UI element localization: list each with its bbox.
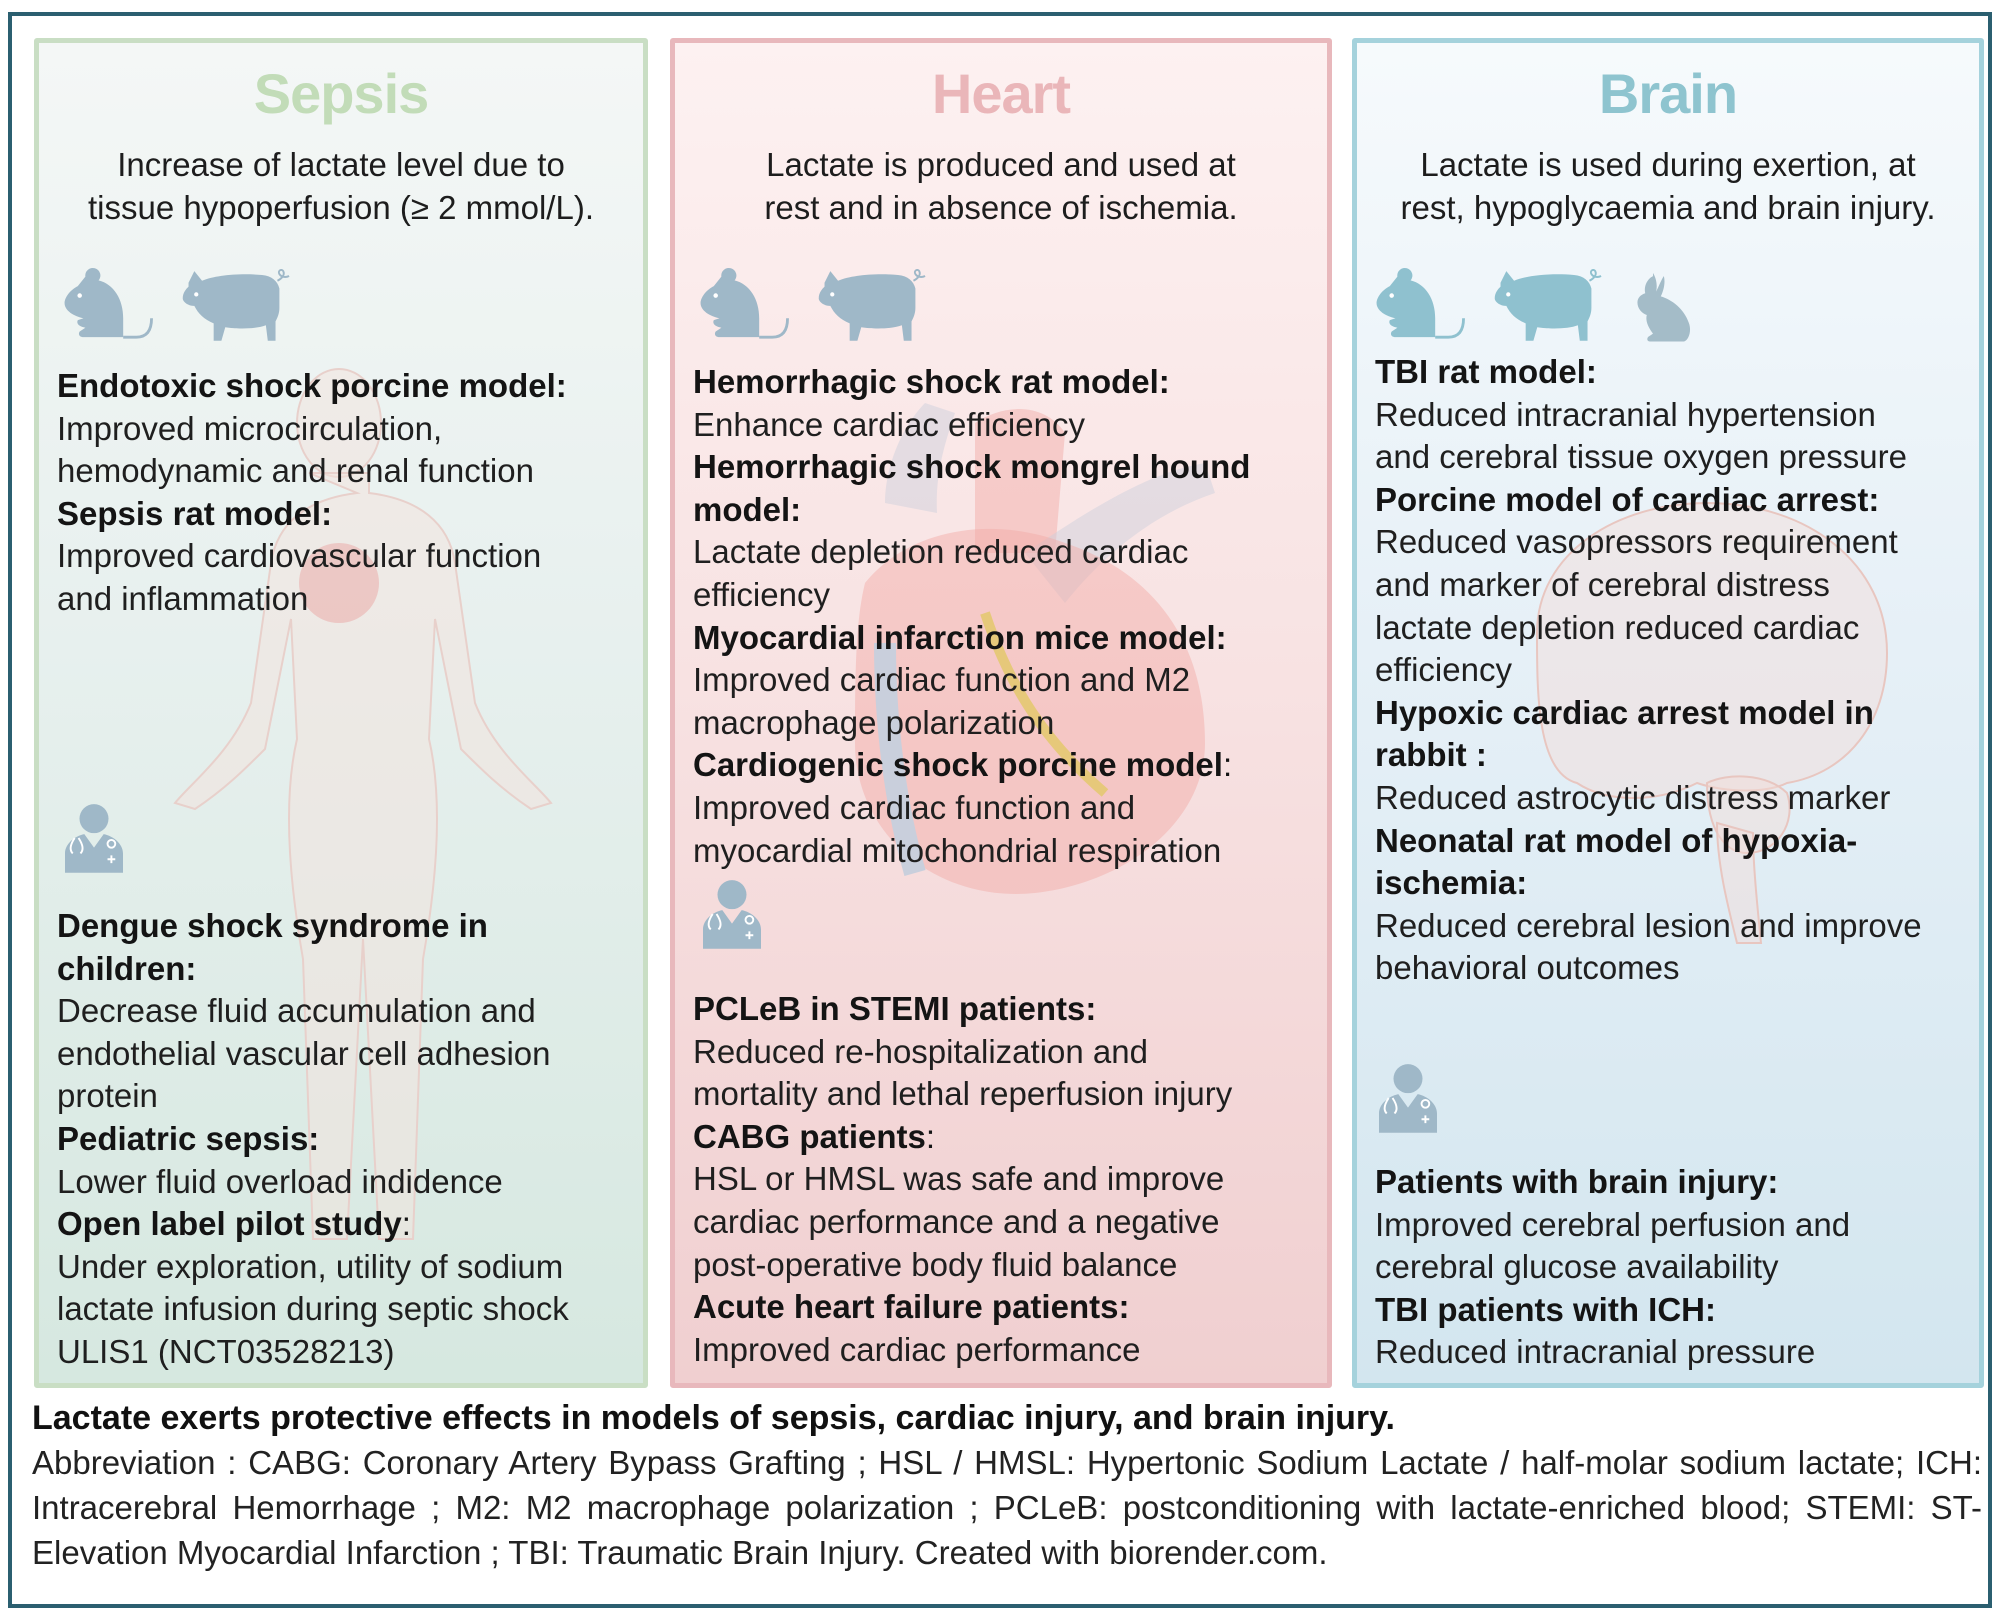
finding-model: Hypoxic cardiac arrest model in rabbit : bbox=[1375, 693, 1874, 774]
finding: PCLeB in STEMI patients: Reduced re-hospi… bbox=[693, 988, 1317, 1116]
finding-result: Improved cardiac function and M2 macroph… bbox=[693, 661, 1191, 741]
finding-result: Improved cerebral perfusion and cerebral… bbox=[1375, 1205, 1851, 1286]
pig-icon bbox=[1487, 265, 1603, 343]
pig-icon bbox=[175, 265, 291, 343]
finding-result: Reduced intracranial pressure bbox=[1375, 1333, 1816, 1371]
finding: TBI rat model: Reduced intracranial hyper… bbox=[1375, 351, 1969, 479]
finding-result: Reduced astrocytic distress marker bbox=[1375, 778, 1891, 816]
preclinical-findings: Hemorrhagic shock rat model: Enhance card… bbox=[693, 361, 1317, 872]
figure-caption: Lactate exerts protective effects in mod… bbox=[32, 1396, 1982, 1575]
preclinical-findings: Endotoxic shock porcine model: Improved m… bbox=[57, 365, 633, 621]
finding-model: Open label pilot study bbox=[57, 1205, 402, 1243]
clinical-findings: Patients with brain injury: Improved cere… bbox=[1375, 1161, 1969, 1374]
finding-colon: : bbox=[401, 1205, 411, 1243]
clinical-findings: PCLeB in STEMI patients: Reduced re-hospi… bbox=[693, 988, 1317, 1371]
finding: Hemorrhagic shock rat model: Enhance card… bbox=[693, 361, 1317, 446]
clinical-findings: Dengue shock syndrome in children:Decrea… bbox=[57, 905, 633, 1374]
finding-model: Cardiogenic shock porcine model bbox=[693, 746, 1223, 784]
finding-result: Improved cardiovascular function and inf… bbox=[57, 537, 542, 617]
finding: Sepsis rat model: Improved cardiovascular… bbox=[57, 493, 633, 621]
clinician-icon bbox=[65, 803, 123, 873]
finding: TBI patients with ICH: Reduced intracrani… bbox=[1375, 1289, 1969, 1374]
finding: Open label pilot study: Under exploration… bbox=[57, 1203, 633, 1373]
panel-subtitle: Lactate is produced and used at rest and… bbox=[764, 146, 1238, 226]
finding-result: Reduced re-hospitalization and mortality… bbox=[693, 1032, 1233, 1113]
finding-colon: : bbox=[925, 1117, 936, 1155]
heart-panel: Heart Lactate is produced and used at re… bbox=[670, 38, 1332, 1388]
finding: Hemorrhagic shock mongrel hound model:La… bbox=[693, 446, 1317, 616]
finding-model: Endotoxic shock porcine model: bbox=[57, 367, 567, 404]
sepsis-panel: Sepsis Increase of lactate level due to … bbox=[34, 38, 648, 1388]
finding-model: TBI rat model: bbox=[1375, 353, 1597, 390]
finding-result: Reduced intracranial hypertension and ce… bbox=[1375, 395, 1907, 476]
panel-title: Brain bbox=[1598, 62, 1738, 125]
finding: Cardiogenic shock porcine model:Improved… bbox=[693, 744, 1317, 872]
figure-frame: Sepsis Increase of lactate level due to … bbox=[8, 12, 1992, 1608]
finding-model: Hemorrhagic shock mongrel hound model: bbox=[693, 448, 1251, 528]
finding-result: Improved cardiac performance bbox=[693, 1330, 1141, 1368]
finding: Neonatal rat model of hypoxia- ischemia:… bbox=[1375, 820, 1969, 990]
caption-title: Lactate exerts protective effects in mod… bbox=[32, 1399, 1395, 1437]
finding: Dengue shock syndrome in children:Decrea… bbox=[57, 905, 633, 1118]
finding-model: Dengue shock syndrome in children: bbox=[57, 907, 488, 987]
finding-result: HSL or HMSL was safe and improve cardiac… bbox=[693, 1160, 1225, 1283]
panel-subtitle: Increase of lactate level due to tissue … bbox=[88, 146, 594, 226]
pig-icon bbox=[811, 265, 927, 343]
panel-subtitle: Lactate is used during exertion, at rest… bbox=[1400, 146, 1936, 226]
clinician-icon bbox=[703, 879, 761, 949]
animal-models bbox=[57, 265, 291, 343]
finding-result: Lactate depletion reduced cardiac effici… bbox=[693, 533, 1189, 613]
finding: Hypoxic cardiac arrest model in rabbit :… bbox=[1375, 692, 1969, 820]
finding-result: Reduced vasopressors requirement and mar… bbox=[1375, 523, 1898, 689]
finding: Patients with brain injury: Improved cere… bbox=[1375, 1161, 1969, 1289]
finding-model: TBI patients with ICH: bbox=[1375, 1290, 1716, 1328]
mouse-icon bbox=[693, 267, 797, 343]
rabbit-icon bbox=[1635, 273, 1699, 343]
finding-result: Lower fluid overload indidence bbox=[57, 1162, 503, 1200]
caption-abbreviations: Abbreviation : CABG: Coronary Artery Byp… bbox=[32, 1444, 1982, 1571]
finding-model: Hemorrhagic shock rat model: bbox=[693, 363, 1170, 400]
finding-model: Myocardial infarction mice model: bbox=[693, 618, 1227, 656]
finding: Myocardial infarction mice model: Improve… bbox=[693, 617, 1317, 745]
mouse-icon bbox=[57, 267, 161, 343]
mouse-icon bbox=[1369, 267, 1473, 343]
animal-models bbox=[1369, 265, 1699, 343]
animal-models bbox=[693, 265, 927, 343]
finding: Endotoxic shock porcine model: Improved m… bbox=[57, 365, 633, 493]
finding-result: Improved cardiac function and myocardial… bbox=[693, 788, 1222, 869]
preclinical-findings: TBI rat model: Reduced intracranial hyper… bbox=[1375, 351, 1969, 990]
finding-model: Neonatal rat model of hypoxia- ischemia: bbox=[1375, 821, 1858, 902]
clinician-icon bbox=[1379, 1063, 1437, 1133]
finding: Pediatric sepsis: Lower fluid overload in… bbox=[57, 1118, 633, 1203]
finding-result: Decrease fluid accumulation and endothel… bbox=[57, 992, 551, 1115]
finding: Porcine model of cardiac arrest: Reduced … bbox=[1375, 479, 1969, 692]
finding-colon: : bbox=[1222, 746, 1233, 784]
finding-result: Enhance cardiac efficiency bbox=[693, 405, 1085, 443]
finding-model: Pediatric sepsis: bbox=[57, 1119, 320, 1157]
finding-model: PCLeB in STEMI patients: bbox=[693, 990, 1097, 1027]
finding: Acute heart failure patients: Improved ca… bbox=[693, 1286, 1317, 1371]
finding-result: Improved microcirculation, hemodynamic a… bbox=[57, 409, 534, 490]
finding: CABG patients: HSL or HMSL was safe and i… bbox=[693, 1116, 1317, 1286]
brain-panel: Brain Lactate is used during exertion, a… bbox=[1352, 38, 1984, 1388]
finding-result: Under exploration, utility of sodium lac… bbox=[57, 1247, 569, 1370]
finding-model: Porcine model of cardiac arrest: bbox=[1375, 480, 1880, 518]
finding-result: Reduced cerebral lesion and improve beha… bbox=[1375, 906, 1922, 987]
finding-model: Patients with brain injury: bbox=[1375, 1163, 1779, 1200]
finding-model: Sepsis rat model: bbox=[57, 494, 333, 532]
panel-title: Sepsis bbox=[253, 62, 430, 125]
finding-model: Acute heart failure patients: bbox=[693, 1288, 1130, 1326]
panel-title: Heart bbox=[931, 62, 1071, 125]
finding-model: CABG patients bbox=[693, 1117, 926, 1155]
